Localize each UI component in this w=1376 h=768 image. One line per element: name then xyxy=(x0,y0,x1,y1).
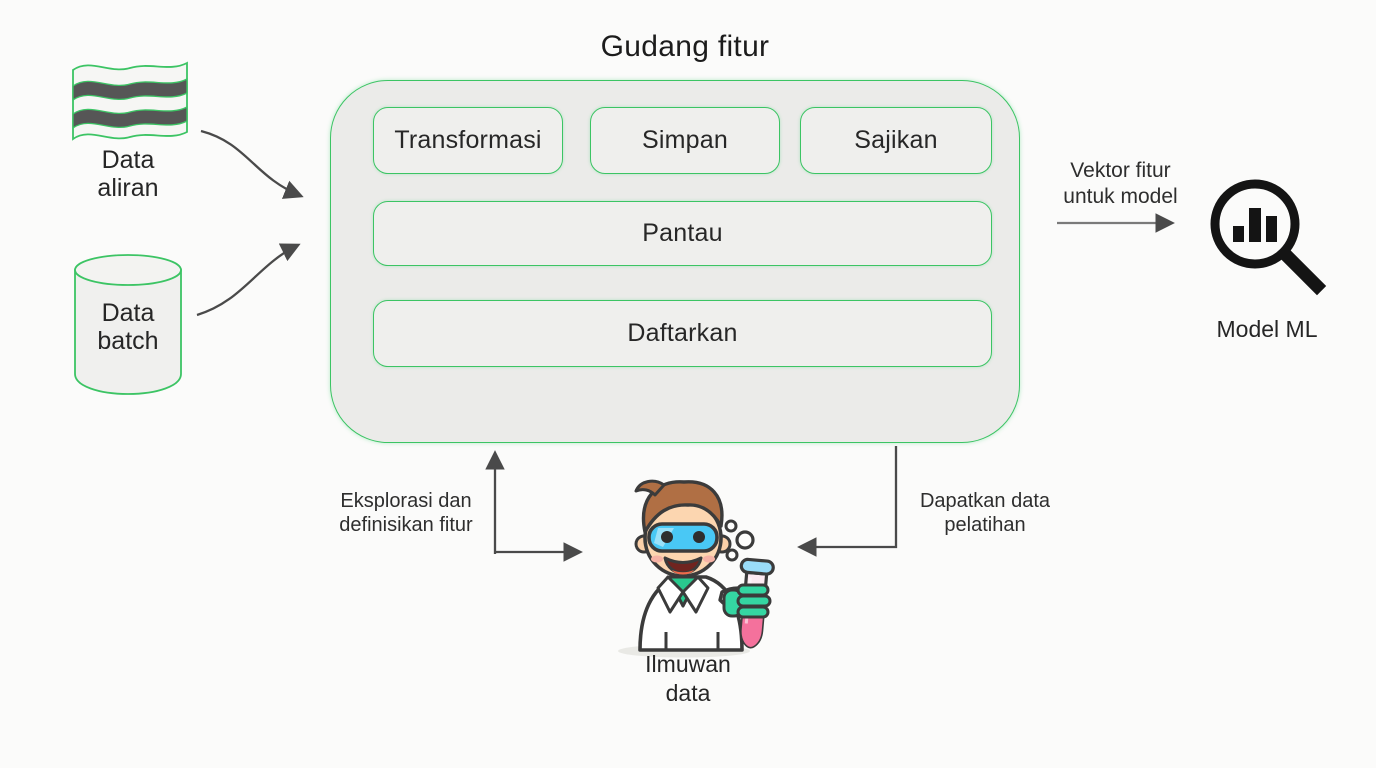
explore-define-note: Eksplorasi dan definisikan fitur xyxy=(339,490,473,536)
node-register-label: Daftarkan xyxy=(627,319,738,347)
database-icon xyxy=(74,254,182,395)
data-scientist-illustration xyxy=(618,479,775,658)
model-analytics-icon xyxy=(1210,179,1327,296)
batch-data-label: Data batch xyxy=(97,299,159,355)
arrow-batch-to-store xyxy=(196,243,301,317)
node-serve: Sajikan xyxy=(800,107,992,174)
arrow-stream-to-store xyxy=(200,129,304,199)
node-transform-label: Transformasi xyxy=(394,126,542,154)
node-serve-label: Sajikan xyxy=(854,126,938,154)
ml-model-label: Model ML xyxy=(1216,316,1318,342)
node-transform: Transformasi xyxy=(373,107,563,174)
data-scientist-label: Ilmuwan data xyxy=(645,651,731,706)
arrow-store-to-scientist-training xyxy=(797,446,898,557)
diagram-title: Gudang fitur xyxy=(600,30,770,63)
node-monitor-label: Pantau xyxy=(642,219,723,247)
node-store-label: Simpan xyxy=(642,126,728,154)
stream-data-label: Data aliran xyxy=(97,146,159,202)
feature-vector-note: Vektor fitur untuk model xyxy=(1063,159,1178,208)
stream-data-icon xyxy=(72,61,188,141)
node-monitor: Pantau xyxy=(373,201,992,266)
node-store: Simpan xyxy=(590,107,780,174)
node-register: Daftarkan xyxy=(373,300,992,367)
get-training-data-note: Dapatkan data pelatihan xyxy=(919,490,1051,536)
